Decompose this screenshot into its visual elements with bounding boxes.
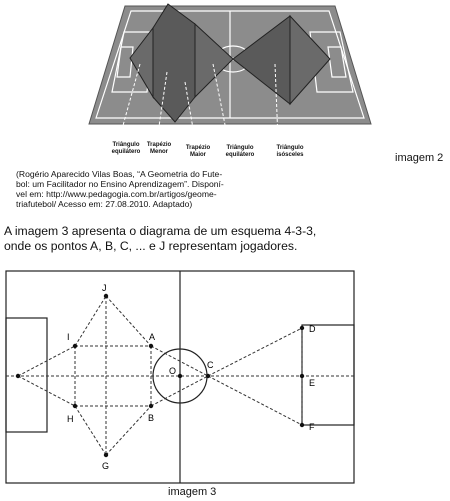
citation-text: (Rogério Aparecido Vilas Boas, “A Geomet… <box>16 169 224 209</box>
point-label-e: E <box>309 378 315 388</box>
point-label-h: H <box>67 414 74 424</box>
point-label-d: D <box>309 324 316 334</box>
pointer-lines <box>118 63 279 141</box>
caption-imagem-2: imagem 2 <box>395 152 444 164</box>
formation-diagram: J I H G A B O C D E F <box>5 270 355 484</box>
intro-paragraph: A imagem 3 apresenta o diagrama de um es… <box>4 224 317 253</box>
diagram-dashed-lines <box>6 295 354 456</box>
label-triangulo-equilatero-1: Triângulo equilátero <box>111 142 141 155</box>
point-label-b: B <box>148 413 154 423</box>
caption-imagem-3: imagem 3 <box>168 486 217 498</box>
football-field-perspective <box>88 3 372 141</box>
point-label-o: O <box>169 366 176 376</box>
point-label-c: C <box>207 360 214 370</box>
label-trapezio-maior: Trapézio Maior <box>185 145 211 158</box>
label-triangulo-equilatero-2: Triângulo equilátero <box>225 145 255 158</box>
point-label-j: J <box>102 283 107 293</box>
point-label-a: A <box>149 332 155 342</box>
label-trapezio-menor: Trapézio Menor <box>146 142 172 155</box>
point-label-f: F <box>309 422 315 432</box>
player-points <box>15 293 305 458</box>
point-label-i: I <box>67 332 70 342</box>
point-label-g: G <box>102 461 109 471</box>
label-triangulo-isosceles: Triângulo isósceles <box>276 145 304 158</box>
